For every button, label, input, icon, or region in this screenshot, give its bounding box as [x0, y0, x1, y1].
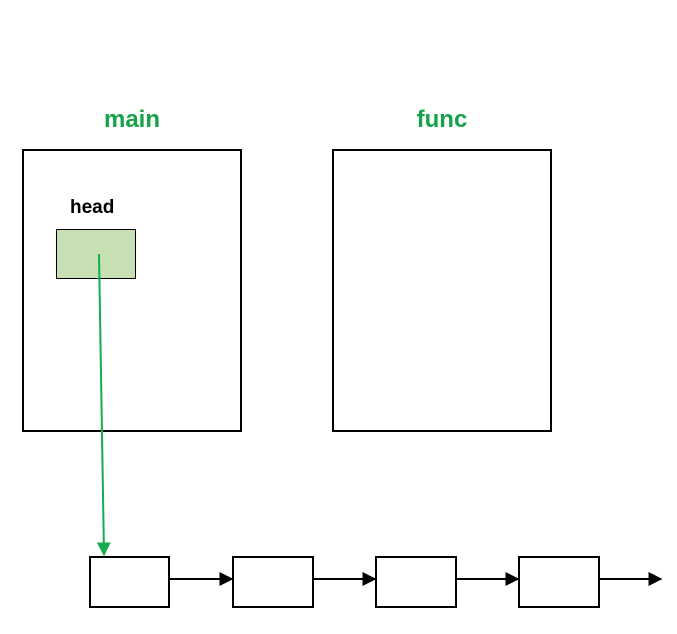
func-frame	[332, 149, 552, 432]
list-node-1	[89, 556, 170, 608]
list-node-2	[232, 556, 314, 608]
list-node-4	[518, 556, 600, 608]
list-node-3	[375, 556, 457, 608]
main-frame	[22, 149, 242, 432]
main-frame-title: main	[103, 106, 160, 133]
func-frame-title: func	[416, 106, 468, 133]
head-variable-box	[56, 229, 136, 279]
head-variable-label: head	[70, 197, 115, 218]
head-pointer-arrow	[96, 253, 111, 557]
